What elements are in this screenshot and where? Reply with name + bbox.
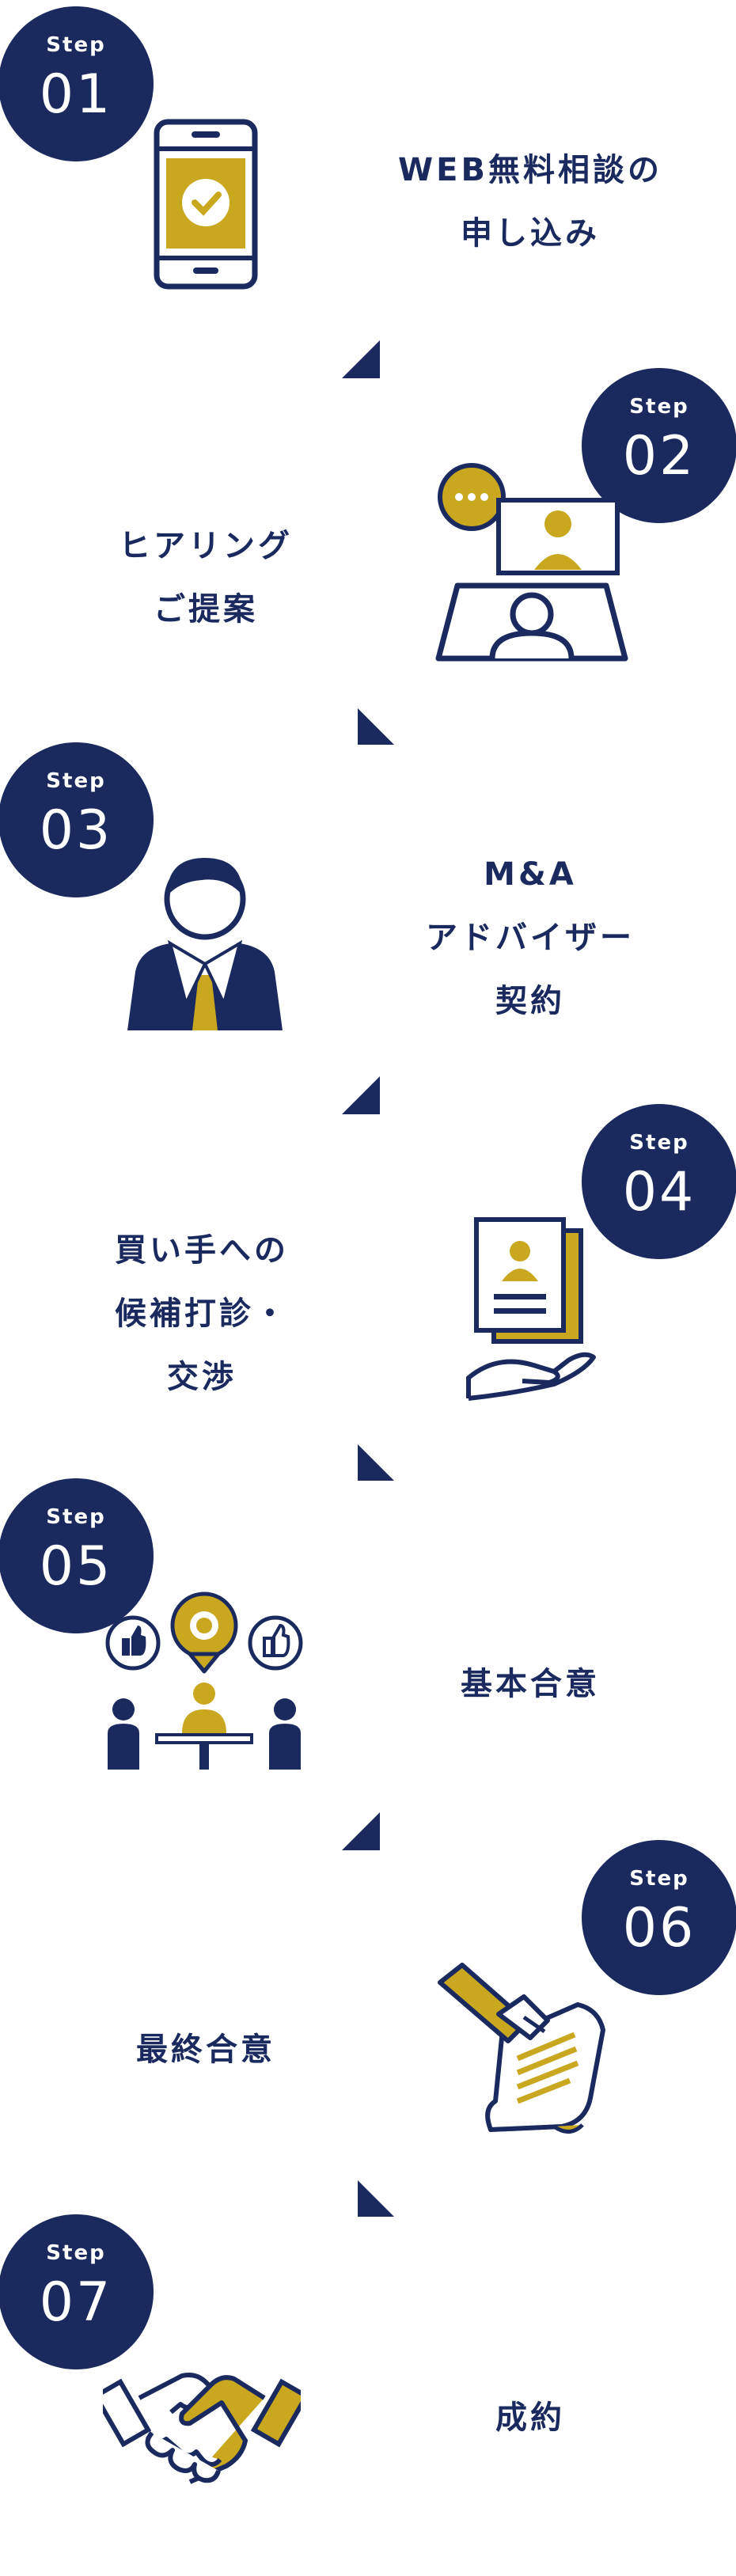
step-03: Step 03 M&A アドバイザー 契約 — [0, 736, 736, 1114]
step-number: 02 — [622, 425, 696, 488]
step-title-line: ヒアリング — [119, 528, 293, 564]
step-title-line: アドバイザー — [426, 920, 635, 956]
profile-document-hand-icon — [466, 1217, 596, 1401]
step-title: 最終合意 — [40, 2018, 372, 2081]
step-label: Step — [629, 1867, 689, 1891]
step-number: 04 — [622, 1161, 696, 1224]
meeting-agreement-icon — [105, 1592, 303, 1770]
step-title-line: 基本合意 — [461, 1666, 600, 1702]
step-title-line: 申し込み — [461, 215, 600, 252]
step-badge: Step 01 — [0, 6, 154, 161]
step-02: Step 02 ヒアリング ご提案 — [0, 368, 736, 745]
step-arrow-icon — [342, 1076, 380, 1114]
step-title-line: 契約 — [495, 983, 565, 1019]
step-label: Step — [46, 33, 106, 57]
step-title: WEB無料相談の 申し込み — [364, 138, 696, 265]
step-title-line: 買い手への — [115, 1232, 289, 1269]
step-arrow-icon — [342, 1812, 380, 1850]
step-badge: Step 03 — [0, 742, 154, 897]
step-label: Step — [46, 1505, 106, 1529]
step-title-line: 交渉 — [167, 1359, 237, 1395]
step-title-line: 最終合意 — [136, 2032, 275, 2068]
step-title-line: 成約 — [495, 2400, 565, 2436]
step-title: 基本合意 — [364, 1652, 696, 1716]
step-title: ヒアリング ご提案 — [40, 514, 372, 641]
step-badge: Step 07 — [0, 2214, 154, 2369]
fountain-pen-contract-icon — [438, 1963, 605, 2134]
online-meeting-icon — [435, 463, 628, 662]
step-number: 01 — [39, 63, 113, 126]
step-06: Step 06 最終合意 — [0, 1840, 736, 2217]
step-badge: Step 02 — [582, 368, 736, 523]
step-label: Step — [629, 1131, 689, 1155]
step-badge: Step 04 — [582, 1104, 736, 1259]
step-01: Step 01 WEB無料相談の 申し込み — [0, 0, 736, 378]
step-05: Step 05 基本合意 — [0, 1472, 736, 1850]
smartphone-check-icon — [154, 119, 258, 290]
step-title: 買い手への 候補打診・ 交渉 — [36, 1219, 368, 1409]
step-07: Step 07 成約 — [0, 2208, 736, 2576]
step-title-line: WEB無料相談の — [398, 152, 662, 188]
step-badge: Step 06 — [582, 1840, 736, 1995]
step-04: Step 04 買い手への 候補打診・ 交渉 — [0, 1104, 736, 1481]
step-number: 07 — [39, 2271, 113, 2334]
step-label: Step — [46, 2241, 106, 2265]
handshake-icon — [103, 2373, 301, 2484]
step-title-line: M&A — [484, 856, 577, 893]
step-label: Step — [46, 769, 106, 793]
advisor-person-icon — [127, 858, 283, 1030]
step-title: 成約 — [364, 2386, 696, 2449]
step-title-line: 候補打診・ — [115, 1296, 289, 1332]
step-number: 06 — [622, 1897, 696, 1960]
step-title-line: ご提案 — [154, 591, 258, 628]
step-number: 05 — [39, 1535, 113, 1598]
step-arrow-icon — [358, 1444, 394, 1481]
step-arrow-icon — [358, 708, 394, 745]
step-badge: Step 05 — [0, 1478, 154, 1633]
step-arrow-icon — [358, 2180, 394, 2217]
step-number: 03 — [39, 799, 113, 862]
step-arrow-icon — [342, 340, 380, 378]
step-label: Step — [629, 395, 689, 419]
step-title: M&A アドバイザー 契約 — [364, 843, 696, 1033]
